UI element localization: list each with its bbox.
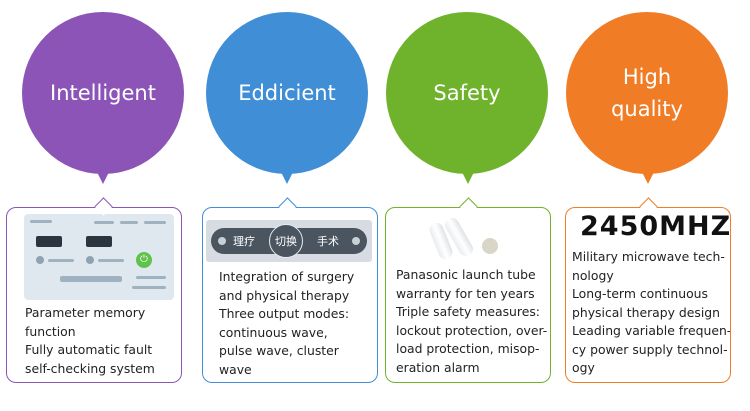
switch-center-button: 切换 xyxy=(269,224,303,258)
safety-text: Panasonic launch tube warranty for ten y… xyxy=(396,267,548,375)
efficient-circle: Eddicient xyxy=(206,12,368,174)
intelligent-pointer xyxy=(96,170,110,184)
switch-right-label: 手术 xyxy=(317,235,339,248)
control-panel-image: ⏻ xyxy=(24,214,174,300)
feature-safety: Safety Panasonic launch tube warranty fo… xyxy=(383,0,563,411)
quality-title-line2: quality xyxy=(611,97,683,121)
mode-switch-image: 理疗 切换 手术 xyxy=(206,220,372,262)
feature-high-quality: High quality 2450MHZ Military microwave … xyxy=(562,0,742,411)
safety-pointer xyxy=(461,170,475,184)
quality-card: 2450MHZ Military microwave tech- nology … xyxy=(565,207,731,383)
efficient-pointer xyxy=(280,170,294,184)
efficient-text: Integration of surgery and physical ther… xyxy=(219,269,355,377)
safety-title: Safety xyxy=(433,81,501,105)
intelligent-text: Parameter memory function Fully automati… xyxy=(25,305,155,376)
switch-left-label: 理疗 xyxy=(233,235,255,248)
safety-circle: Safety xyxy=(386,12,548,174)
quality-circle: High quality xyxy=(566,12,728,174)
frequency-headline: 2450MHZ xyxy=(580,211,731,242)
power-icon: ⏻ xyxy=(136,252,152,268)
efficient-card: 理疗 切换 手术 Integration of surgery and phys… xyxy=(202,207,378,383)
intelligent-card: ⏻ Parameter memory function Fully automa… xyxy=(6,207,182,383)
safety-card: Panasonic launch tube warranty for ten y… xyxy=(385,207,551,383)
feature-efficient: Eddicient 理疗 切换 手术 Integration of surger… xyxy=(202,0,382,411)
feature-intelligent: Intelligent ⏻ Parameter memory function … xyxy=(6,0,186,411)
intelligent-title: Intelligent xyxy=(50,81,156,105)
intelligent-circle: Intelligent xyxy=(22,12,184,174)
efficient-title: Eddicient xyxy=(238,81,336,105)
quality-pointer xyxy=(641,170,655,184)
quality-text: Military microwave tech- nology Long-ter… xyxy=(572,249,731,375)
quality-title-line1: High xyxy=(622,65,672,89)
